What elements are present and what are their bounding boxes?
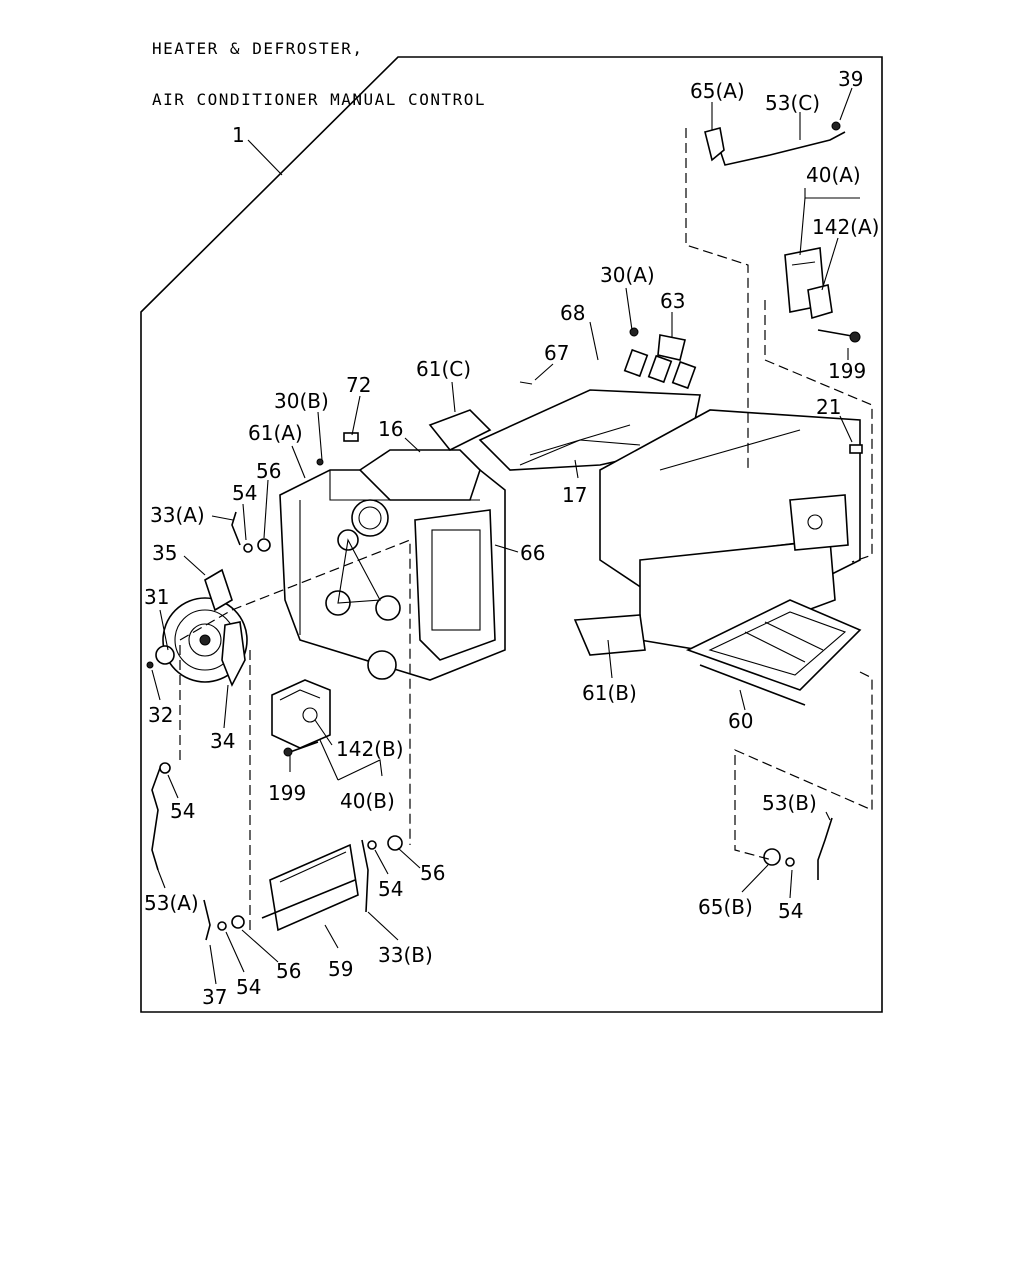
callout-53a: 53(A) xyxy=(144,891,199,915)
leader-lines xyxy=(151,87,860,985)
callout-65a: 65(A) xyxy=(690,79,745,103)
callout-56b: 56 xyxy=(420,861,445,885)
callout-61a: 61(A) xyxy=(248,421,303,445)
callout-30a: 30(A) xyxy=(600,263,655,287)
callout-53c: 53(C) xyxy=(765,91,820,115)
rod-53a xyxy=(151,767,161,871)
rod-53b xyxy=(817,817,833,880)
callout-33b: 33(B) xyxy=(378,943,433,967)
callout-31: 31 xyxy=(144,585,169,609)
callout-56c: 56 xyxy=(276,959,301,983)
blower-fan-assembly xyxy=(146,568,248,687)
callout-63: 63 xyxy=(660,289,685,313)
callout-17: 17 xyxy=(562,483,587,507)
callout-61c: 61(C) xyxy=(416,357,471,381)
callout-16: 16 xyxy=(378,417,403,441)
callout-34: 34 xyxy=(210,729,235,753)
filter-60 xyxy=(685,599,862,706)
callout-54b: 54 xyxy=(170,799,195,823)
assembly-frame xyxy=(140,56,883,1013)
callout-199a: 199 xyxy=(828,359,866,383)
callout-labels: 1 65(A) 53(C) 39 40(A) 142(A) 199 30(A) … xyxy=(144,67,879,1009)
drawing-title: HEATER & DEFROSTER, AIR CONDITIONER MANU… xyxy=(152,6,486,125)
callout-30b: 30(B) xyxy=(274,389,329,413)
callout-40b: 40(B) xyxy=(340,789,395,813)
clip-parts xyxy=(159,327,863,931)
cable-53c xyxy=(704,121,846,166)
callout-40a: 40(A) xyxy=(806,163,861,187)
actuator-40b xyxy=(271,679,331,757)
callout-53b: 53(B) xyxy=(762,791,817,815)
callout-39: 39 xyxy=(838,67,863,91)
rod-37 xyxy=(203,899,211,941)
callout-32: 32 xyxy=(148,703,173,727)
leader-1 xyxy=(247,139,283,176)
callout-54d: 54 xyxy=(778,899,803,923)
callout-60: 60 xyxy=(728,709,753,733)
callout-68: 68 xyxy=(560,301,585,325)
title-line-2: AIR CONDITIONER MANUAL CONTROL xyxy=(152,90,486,109)
rod-33b xyxy=(361,839,369,913)
callout-65b: 65(B) xyxy=(698,895,753,919)
reference-lines xyxy=(179,128,873,930)
callout-142a: 142(A) xyxy=(812,215,879,239)
callout-54c: 54 xyxy=(378,877,403,901)
callout-67: 67 xyxy=(544,341,569,365)
callout-33a: 33(A) xyxy=(150,503,205,527)
callout-37: 37 xyxy=(202,985,227,1009)
callout-61b: 61(B) xyxy=(582,681,637,705)
callout-1: 1 xyxy=(232,123,245,147)
callout-21: 21 xyxy=(816,395,841,419)
callout-199b: 199 xyxy=(268,781,306,805)
callout-54a: 54 xyxy=(232,481,257,505)
actuator-40a xyxy=(784,247,861,343)
title-line-1: HEATER & DEFROSTER, xyxy=(152,39,364,58)
callout-59: 59 xyxy=(328,957,353,981)
filter-59 xyxy=(261,843,359,932)
callout-66: 66 xyxy=(520,541,545,565)
callout-56a: 56 xyxy=(256,459,281,483)
callout-142b: 142(B) xyxy=(336,737,404,761)
callout-54e: 54 xyxy=(236,975,261,999)
callout-35: 35 xyxy=(152,541,177,565)
rod-33a xyxy=(231,511,241,546)
hvac-unit-housing xyxy=(279,334,861,681)
callout-72: 72 xyxy=(346,373,371,397)
